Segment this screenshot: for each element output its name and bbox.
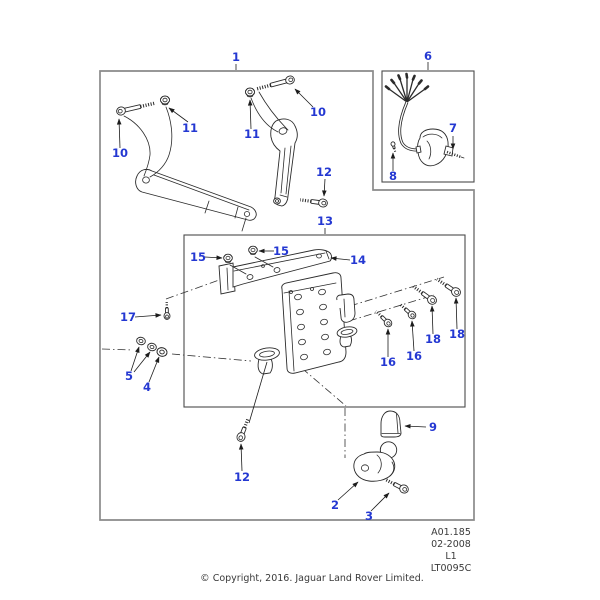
bolt-18-a <box>412 285 437 305</box>
figure-doc-id: LT0095C <box>431 563 472 574</box>
fitment-curves-left <box>123 106 173 178</box>
nut-15-left <box>223 253 233 264</box>
socket-screw-7 <box>446 150 465 159</box>
plate-holes <box>289 287 331 361</box>
bolt-12-lower <box>236 417 250 442</box>
bolt-18-b <box>436 277 461 297</box>
bolt-10-right <box>256 75 295 91</box>
figure-reference-block: A01.185 02-2008 L1 LT0095C <box>431 527 472 574</box>
washer-4 <box>155 346 169 358</box>
support-bar-14 <box>218 249 332 295</box>
bolt-10-left <box>116 101 155 116</box>
bolt-16-a <box>374 309 393 328</box>
washer-5-a <box>135 335 147 347</box>
lashing-eye-right <box>336 326 358 348</box>
mounting-plate <box>254 272 358 375</box>
leader-lines <box>116 62 459 512</box>
callout-8[interactable]: 8 <box>389 169 397 183</box>
callout-14[interactable]: 14 <box>350 253 366 267</box>
callout-4[interactable]: 4 <box>143 380 151 394</box>
callout-1[interactable]: 1 <box>232 50 240 64</box>
callout-10-right[interactable]: 10 <box>310 105 326 119</box>
callout-12-upper[interactable]: 12 <box>316 165 332 179</box>
callout-16-b[interactable]: 16 <box>406 349 422 363</box>
callout-6[interactable]: 6 <box>424 49 432 63</box>
callout-9[interactable]: 9 <box>429 420 437 434</box>
towball-assembly <box>353 441 398 482</box>
callout-18-b[interactable]: 18 <box>449 327 465 341</box>
lashing-eye-left <box>254 347 280 375</box>
callout-15-left[interactable]: 15 <box>190 250 206 264</box>
callouts: 1 6 7 8 10 10 11 11 12 12 13 14 15 15 16… <box>112 49 465 523</box>
figure-revision: L1 <box>445 551 456 562</box>
wiring-inset-frame <box>381 70 475 183</box>
plate-hook <box>336 293 356 323</box>
callout-3[interactable]: 3 <box>365 509 373 523</box>
figure-date: 02-2008 <box>431 539 471 550</box>
figure-code: A01.185 <box>431 527 471 538</box>
copyright-notice: © Copyright, 2016. Jaguar Land Rover Lim… <box>200 573 424 584</box>
bolt-12-upper <box>300 198 328 208</box>
callout-16-a[interactable]: 16 <box>380 355 396 369</box>
callout-7[interactable]: 7 <box>449 121 457 135</box>
washer-5-b <box>146 341 158 353</box>
callout-11-left[interactable]: 11 <box>182 121 198 135</box>
callout-18-a[interactable]: 18 <box>425 332 441 346</box>
nut-11-left <box>159 95 171 106</box>
bolt-3 <box>385 478 409 494</box>
nut-15-right <box>248 245 258 256</box>
nut-11-right <box>244 87 256 98</box>
callout-5[interactable]: 5 <box>125 369 133 383</box>
bolt-16-b <box>399 303 417 320</box>
towball-cover <box>380 410 402 438</box>
bracket-arm-right <box>270 118 298 207</box>
trailer-socket <box>415 128 454 167</box>
socket-screw-8 <box>390 141 397 152</box>
callout-13[interactable]: 13 <box>317 214 333 228</box>
fitment-curves-right <box>250 91 289 133</box>
harness-wires <box>384 72 430 103</box>
bolt-17 <box>163 301 171 320</box>
callout-10-left[interactable]: 10 <box>112 146 128 160</box>
bracket-arm-left <box>135 168 257 232</box>
callout-15-right[interactable]: 15 <box>273 244 289 258</box>
callout-2[interactable]: 2 <box>331 498 339 512</box>
callout-17[interactable]: 17 <box>120 310 136 324</box>
callout-11-right[interactable]: 11 <box>244 127 260 141</box>
eye-to-bolt-leader <box>248 361 268 424</box>
wiring-harness <box>384 72 465 167</box>
mounting-inset-frame <box>183 234 466 408</box>
callout-12-lower[interactable]: 12 <box>234 470 250 484</box>
diagram-frame <box>99 70 475 521</box>
